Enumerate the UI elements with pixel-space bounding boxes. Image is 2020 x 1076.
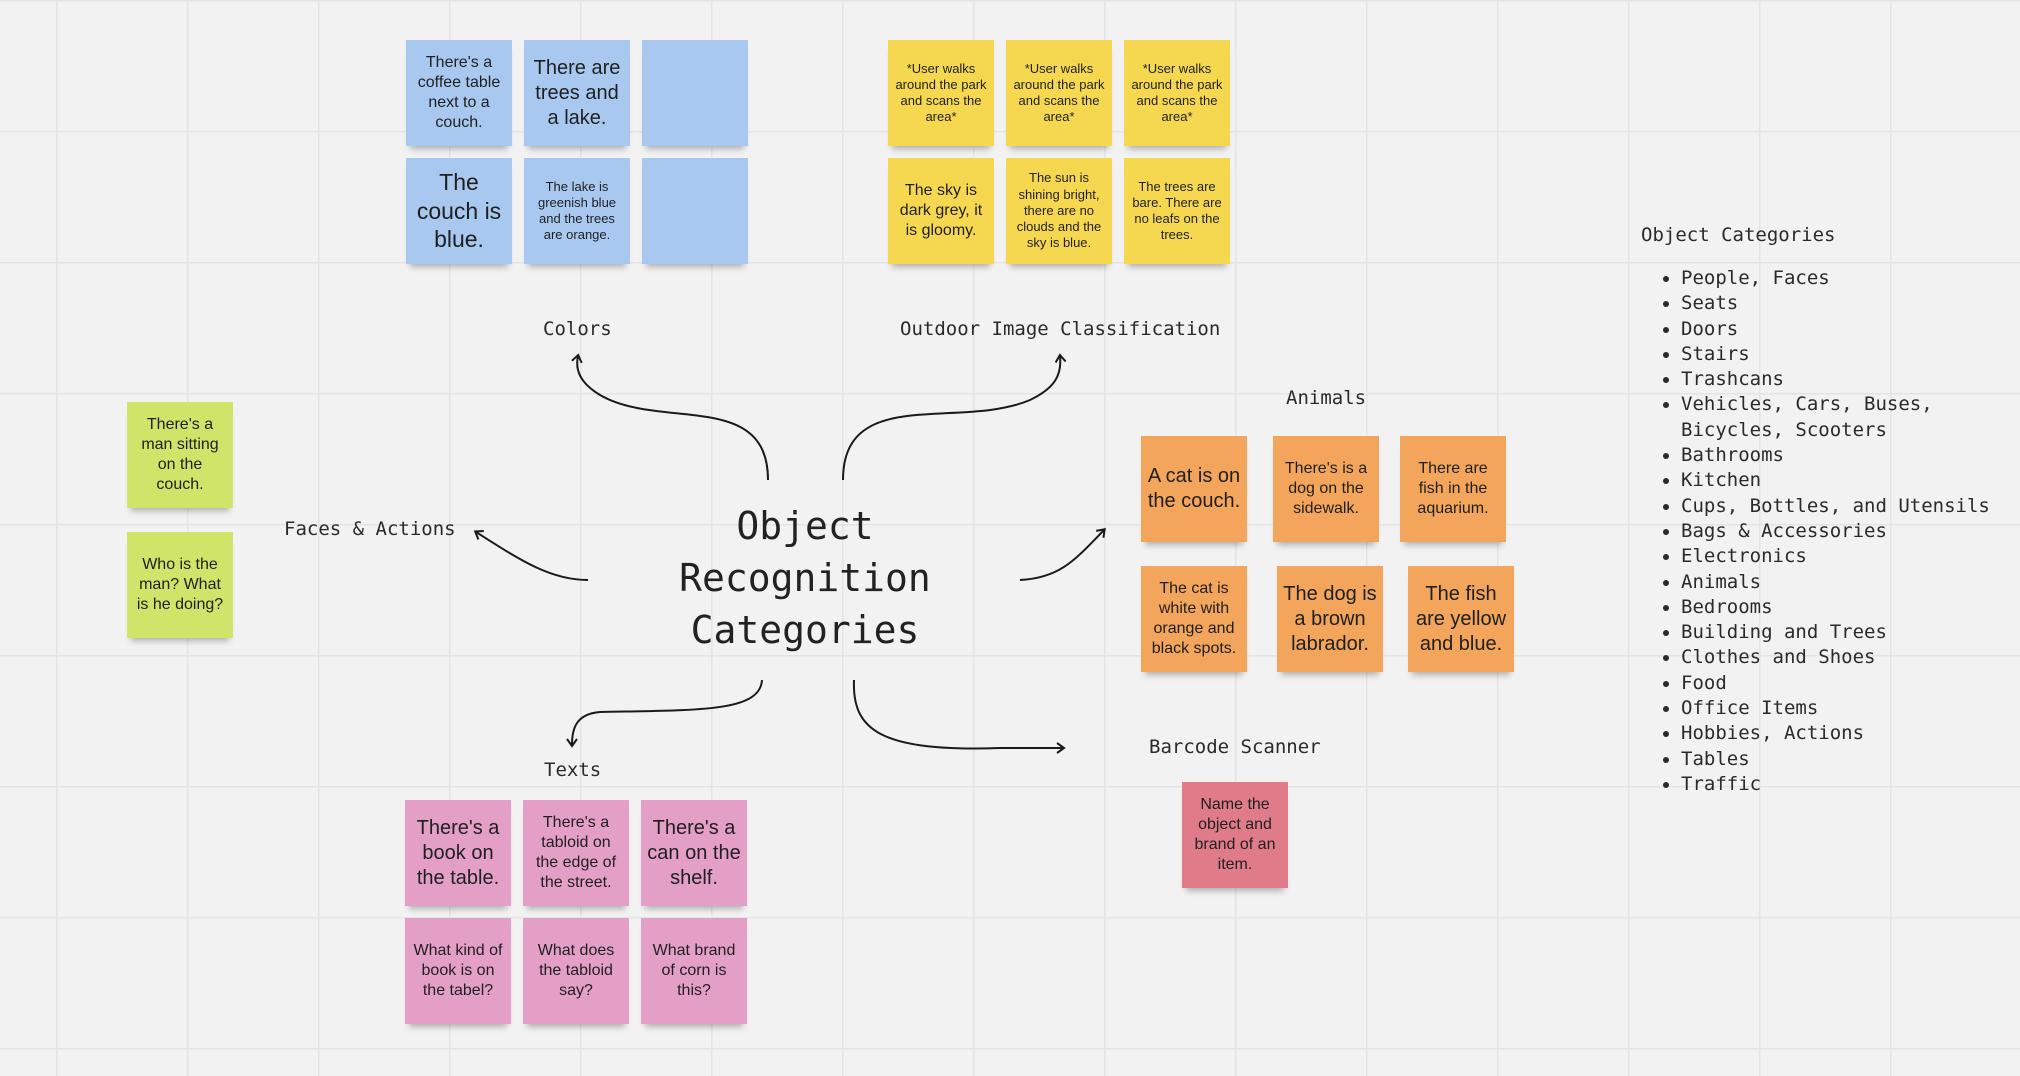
list-item: Food — [1681, 671, 2011, 696]
label-animals[interactable]: Animals — [1286, 387, 1367, 409]
list-item: Doors — [1681, 317, 2011, 342]
sticky-note[interactable]: The lake is greenish blue and the trees … — [524, 158, 630, 264]
list-item: Clothes and Shoes — [1681, 645, 2011, 670]
center-title-line: Object — [736, 504, 874, 548]
arrow-to-outdoor — [842, 353, 1067, 481]
category-list: People, Faces Seats Doors Stairs Trashca… — [1641, 266, 2011, 797]
label-faces-actions[interactable]: Faces & Actions — [284, 518, 456, 540]
list-title: Object Categories — [1641, 224, 1836, 246]
list-item: Kitchen — [1681, 468, 2011, 493]
sticky-note[interactable]: There's a can on the shelf. — [641, 800, 747, 906]
sticky-note[interactable]: *User walks around the park and scans th… — [1124, 40, 1230, 146]
label-colors[interactable]: Colors — [543, 318, 612, 340]
list-item: Animals — [1681, 570, 2011, 595]
list-item: Cups, Bottles, and Utensils — [1681, 494, 2011, 519]
sticky-note[interactable]: A cat is on the couch. — [1141, 436, 1247, 542]
list-item: Vehicles, Cars, Buses, Bicycles, Scooter… — [1681, 392, 2011, 443]
sticky-note[interactable]: Name the object and brand of an item. — [1182, 782, 1288, 888]
sticky-note[interactable]: The sky is dark grey, it is gloomy. — [888, 158, 994, 264]
arrow-to-faces — [473, 530, 589, 581]
center-title-line: Recognition — [679, 556, 931, 600]
sticky-note[interactable]: There are fish in the aquarium. — [1400, 436, 1506, 542]
sticky-note[interactable]: The cat is white with orange and black s… — [1141, 566, 1247, 672]
list-item: People, Faces — [1681, 266, 2011, 291]
sticky-note-empty[interactable] — [642, 158, 748, 264]
sticky-note[interactable]: There's a tabloid on the edge of the str… — [523, 800, 629, 906]
list-item: Seats — [1681, 291, 2011, 316]
arrow-to-colors — [571, 353, 769, 481]
sticky-note[interactable]: *User walks around the park and scans th… — [1006, 40, 1112, 146]
sticky-note-empty[interactable] — [642, 40, 748, 146]
sticky-note[interactable]: *User walks around the park and scans th… — [888, 40, 994, 146]
label-barcode-scanner[interactable]: Barcode Scanner — [1149, 736, 1321, 758]
sticky-note[interactable]: What does the tabloid say? — [523, 918, 629, 1024]
list-item: Office Items — [1681, 696, 2011, 721]
sticky-note[interactable]: What kind of book is on the tabel? — [405, 918, 511, 1024]
arrow-to-animals — [1019, 528, 1106, 581]
sticky-note[interactable]: There's is a dog on the sidewalk. — [1273, 436, 1379, 542]
label-texts[interactable]: Texts — [544, 759, 602, 781]
list-item: Hobbies, Actions — [1681, 721, 2011, 746]
arrow-to-texts — [566, 679, 763, 748]
sticky-note[interactable]: The sun is shining bright, there are no … — [1006, 158, 1112, 264]
list-item: Bags & Accessories — [1681, 519, 2011, 544]
label-outdoor[interactable]: Outdoor Image Classification — [900, 318, 1221, 340]
sticky-note[interactable]: The fish are yellow and blue. — [1408, 566, 1514, 672]
object-categories-list[interactable]: Object Categories People, Faces Seats Do… — [1641, 224, 2011, 797]
center-title-line: Categories — [690, 608, 920, 652]
list-item: Stairs — [1681, 342, 2011, 367]
list-item: Electronics — [1681, 544, 2011, 569]
sticky-note[interactable]: The dog is a brown labrador. — [1277, 566, 1383, 672]
sticky-note[interactable]: There's a coffee table next to a couch. — [406, 40, 512, 146]
sticky-note[interactable]: The trees are bare. There are no leafs o… — [1124, 158, 1230, 264]
list-item: Bathrooms — [1681, 443, 2011, 468]
sticky-note[interactable]: There's a book on the table. — [405, 800, 511, 906]
center-title[interactable]: Object Recognition Categories — [640, 500, 970, 656]
sticky-note[interactable]: There are trees and a lake. — [524, 40, 630, 146]
list-item: Traffic — [1681, 772, 2011, 797]
sticky-note[interactable]: There's a man sitting on the couch. — [127, 402, 233, 508]
list-item: Tables — [1681, 747, 2011, 772]
arrow-to-barcode — [852, 679, 1066, 754]
sticky-note[interactable]: The couch is blue. — [406, 158, 512, 264]
sticky-note[interactable]: Who is the man? What is he doing? — [127, 532, 233, 638]
list-item: Building and Trees — [1681, 620, 2011, 645]
sticky-note[interactable]: What brand of corn is this? — [641, 918, 747, 1024]
list-item: Bedrooms — [1681, 595, 2011, 620]
list-item: Trashcans — [1681, 367, 2011, 392]
